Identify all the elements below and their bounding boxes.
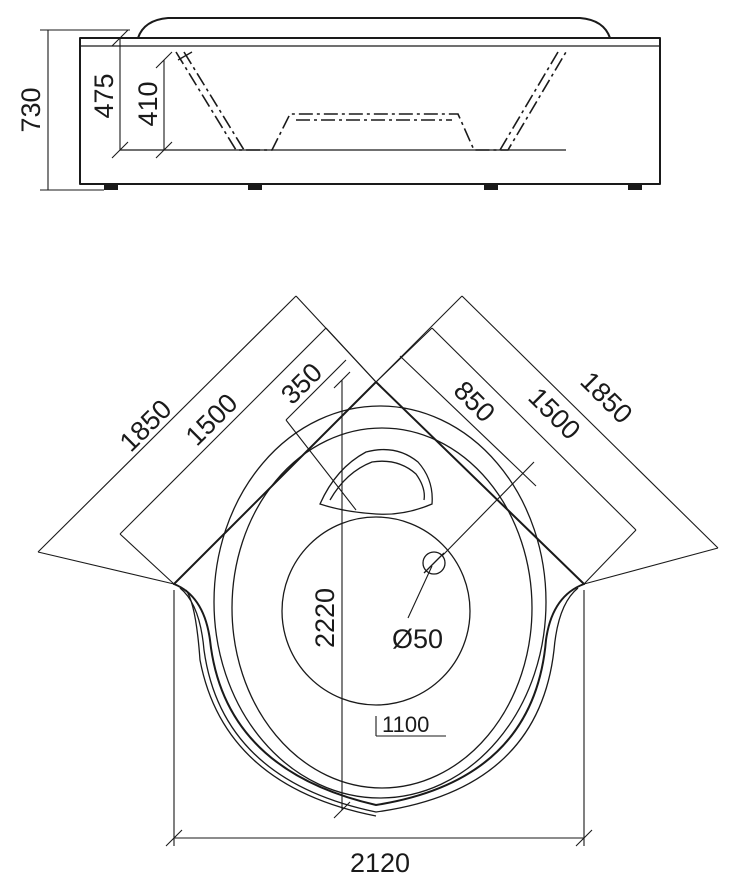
top-view-basin-inner	[231, 427, 533, 789]
dim-rim-height: 475	[89, 73, 119, 118]
side-view-foot	[484, 184, 498, 190]
dim-seat-offset: 350	[275, 357, 328, 410]
dim-drain-offset: 850	[448, 375, 501, 428]
dim-overall-width: 2120	[350, 848, 410, 878]
top-view-headrest	[319, 448, 433, 515]
dim-bowl-diameter: 1100	[382, 712, 429, 737]
side-view-foot	[248, 184, 262, 190]
dim-right-outer-side: 1850	[575, 366, 639, 430]
dim-inner-depth: 410	[133, 81, 163, 126]
top-view-drain	[422, 551, 446, 575]
side-view: 730 475 410	[16, 17, 661, 191]
top-view-front-curve	[173, 583, 585, 806]
dim-diagonal: 2220	[310, 588, 340, 648]
top-view-basin-outer	[213, 405, 547, 799]
side-view-foot	[104, 184, 118, 190]
dim-right-inner-side: 1500	[523, 382, 587, 446]
side-view-top-cap	[137, 17, 611, 39]
dim-drain-diameter: Ø50	[392, 624, 443, 654]
top-view-bowl	[281, 516, 471, 706]
side-view-hidden-basin	[175, 51, 567, 151]
top-view: 1850 1500 350 850 1500 1850 2220 Ø50 110…	[37, 295, 719, 878]
dim-total-height: 730	[16, 87, 46, 132]
side-view-foot	[628, 184, 642, 190]
side-view-body	[79, 37, 661, 185]
dim-left-outer-side: 1850	[114, 394, 178, 458]
